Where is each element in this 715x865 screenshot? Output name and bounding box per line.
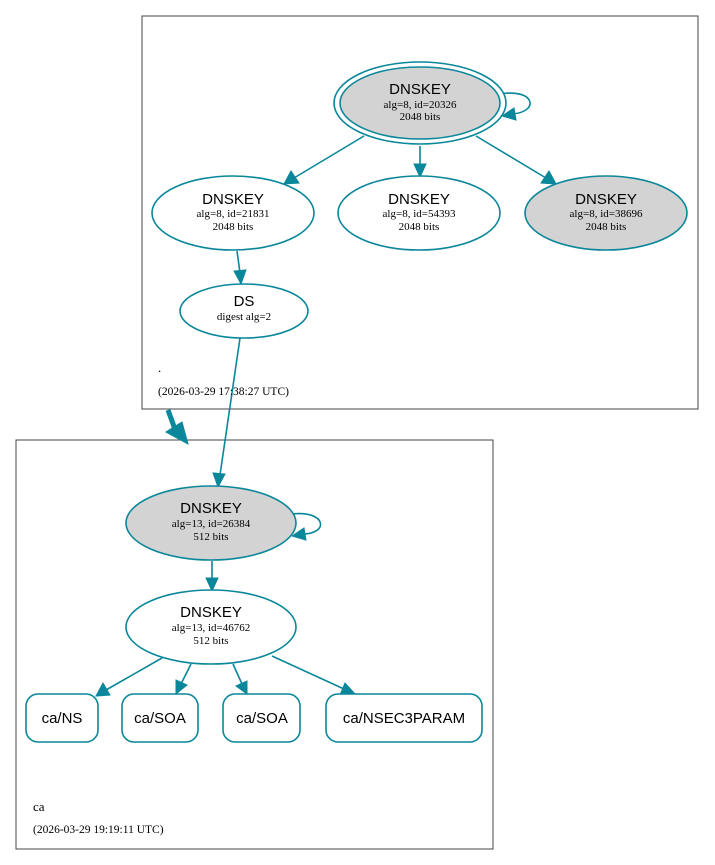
ca-zone-box [15, 439, 494, 850]
ds-node[interactable]: DS digest alg=2 [179, 283, 309, 339]
rrset-nsec3param[interactable]: ca/NSEC3PARAM [325, 693, 483, 743]
ds-title: DS [234, 293, 255, 310]
edge-ds-to-ca-ksk [219, 337, 241, 476]
root-ksk-title: DNSKEY [389, 81, 451, 98]
root-zsk2-title: DNSKEY [388, 191, 450, 208]
edge-ds-to-ca-ksk-arrowhead [212, 472, 226, 489]
edge-ksk-to-ksk2 [475, 135, 547, 179]
root-ksk2-bits: 2048 bits [586, 221, 627, 233]
root-ksk-node[interactable]: DNSKEY alg=8, id=20326 2048 bits [333, 61, 507, 145]
root-ksk-alg: alg=8, id=20326 [384, 99, 457, 111]
ca-ksk-bits: 512 bits [193, 531, 228, 543]
root-zsk1-bits: 2048 bits [213, 221, 254, 233]
ca-ksk-alg: alg=13, id=26384 [172, 518, 251, 530]
root-zsk1-node[interactable]: DNSKEY alg=8, id=21831 2048 bits [151, 175, 315, 251]
rrset-soa-2-label: ca/SOA [236, 710, 288, 727]
ca-ksk-self-loop-arrowhead [290, 527, 307, 541]
rrset-soa-1[interactable]: ca/SOA [121, 693, 199, 743]
rrset-ns[interactable]: ca/NS [25, 693, 99, 743]
ca-ksk-self-loop [291, 512, 322, 535]
rrset-nsec3param-label: ca/NSEC3PARAM [343, 710, 465, 727]
rrset-soa-1-label: ca/SOA [134, 710, 186, 727]
rrset-ns-label: ca/NS [42, 710, 83, 727]
root-ksk2-node[interactable]: DNSKEY alg=8, id=38696 2048 bits [524, 175, 688, 251]
ca-zsk-alg: alg=13, id=46762 [172, 622, 250, 634]
root-zone-box [141, 15, 699, 410]
ca-ksk-title: DNSKEY [180, 500, 242, 517]
edge-zsk-to-ns-arrowhead [95, 681, 111, 697]
root-zsk1-title: DNSKEY [202, 191, 264, 208]
ca-zone-timestamp: (2026-03-29 19:19:11 UTC) [33, 824, 164, 836]
edge-ksk-to-zsk2-arrowhead [413, 163, 427, 179]
edge-zsk-to-soa2 [232, 663, 243, 685]
root-ksk2-alg: alg=8, id=38696 [570, 208, 643, 220]
root-ksk-self-loop-arrowhead [500, 107, 517, 121]
edge-ksk-to-zsk1-arrowhead [283, 170, 300, 185]
ca-zone-name: ca [33, 799, 45, 814]
delegation-arrowhead [165, 421, 189, 446]
root-ksk-self-loop [499, 92, 531, 115]
edge-zsk-to-soa1-arrowhead [175, 679, 188, 696]
rrset-soa-2[interactable]: ca/SOA [222, 693, 301, 743]
root-ksk2-title: DNSKEY [575, 191, 637, 208]
edge-zsk-to-nsec3param [271, 655, 345, 690]
edge-ksk-to-ksk2-arrowhead [540, 170, 557, 185]
root-zsk2-node[interactable]: DNSKEY alg=8, id=54393 2048 bits [337, 175, 501, 251]
ca-zsk-node[interactable]: DNSKEY alg=13, id=46762 512 bits [125, 589, 297, 665]
root-zsk1-alg: alg=8, id=21831 [197, 208, 270, 220]
root-zone-name: . [158, 360, 161, 375]
edge-zsk-to-ns [105, 657, 163, 691]
root-zsk2-bits: 2048 bits [399, 221, 440, 233]
edge-zsk1-to-ds [236, 250, 241, 274]
root-zsk2-alg: alg=8, id=54393 [383, 208, 456, 220]
ca-ksk-node[interactable]: DNSKEY alg=13, id=26384 512 bits [125, 485, 297, 561]
ds-digest: digest alg=2 [217, 311, 271, 323]
edge-ca-ksk-to-zsk-arrowhead [205, 577, 219, 593]
root-ksk-bits: 2048 bits [400, 111, 441, 123]
edge-zsk-to-soa2-arrowhead [235, 680, 248, 695]
edge-zsk1-to-ds-arrowhead [233, 269, 247, 286]
edge-ksk-to-zsk1 [293, 135, 365, 179]
ca-zsk-title: DNSKEY [180, 604, 242, 621]
ca-zsk-bits: 512 bits [193, 635, 228, 647]
root-zone-timestamp: (2026-03-29 17:38:27 UTC) [158, 386, 289, 398]
edge-zsk-to-soa1 [180, 663, 192, 685]
